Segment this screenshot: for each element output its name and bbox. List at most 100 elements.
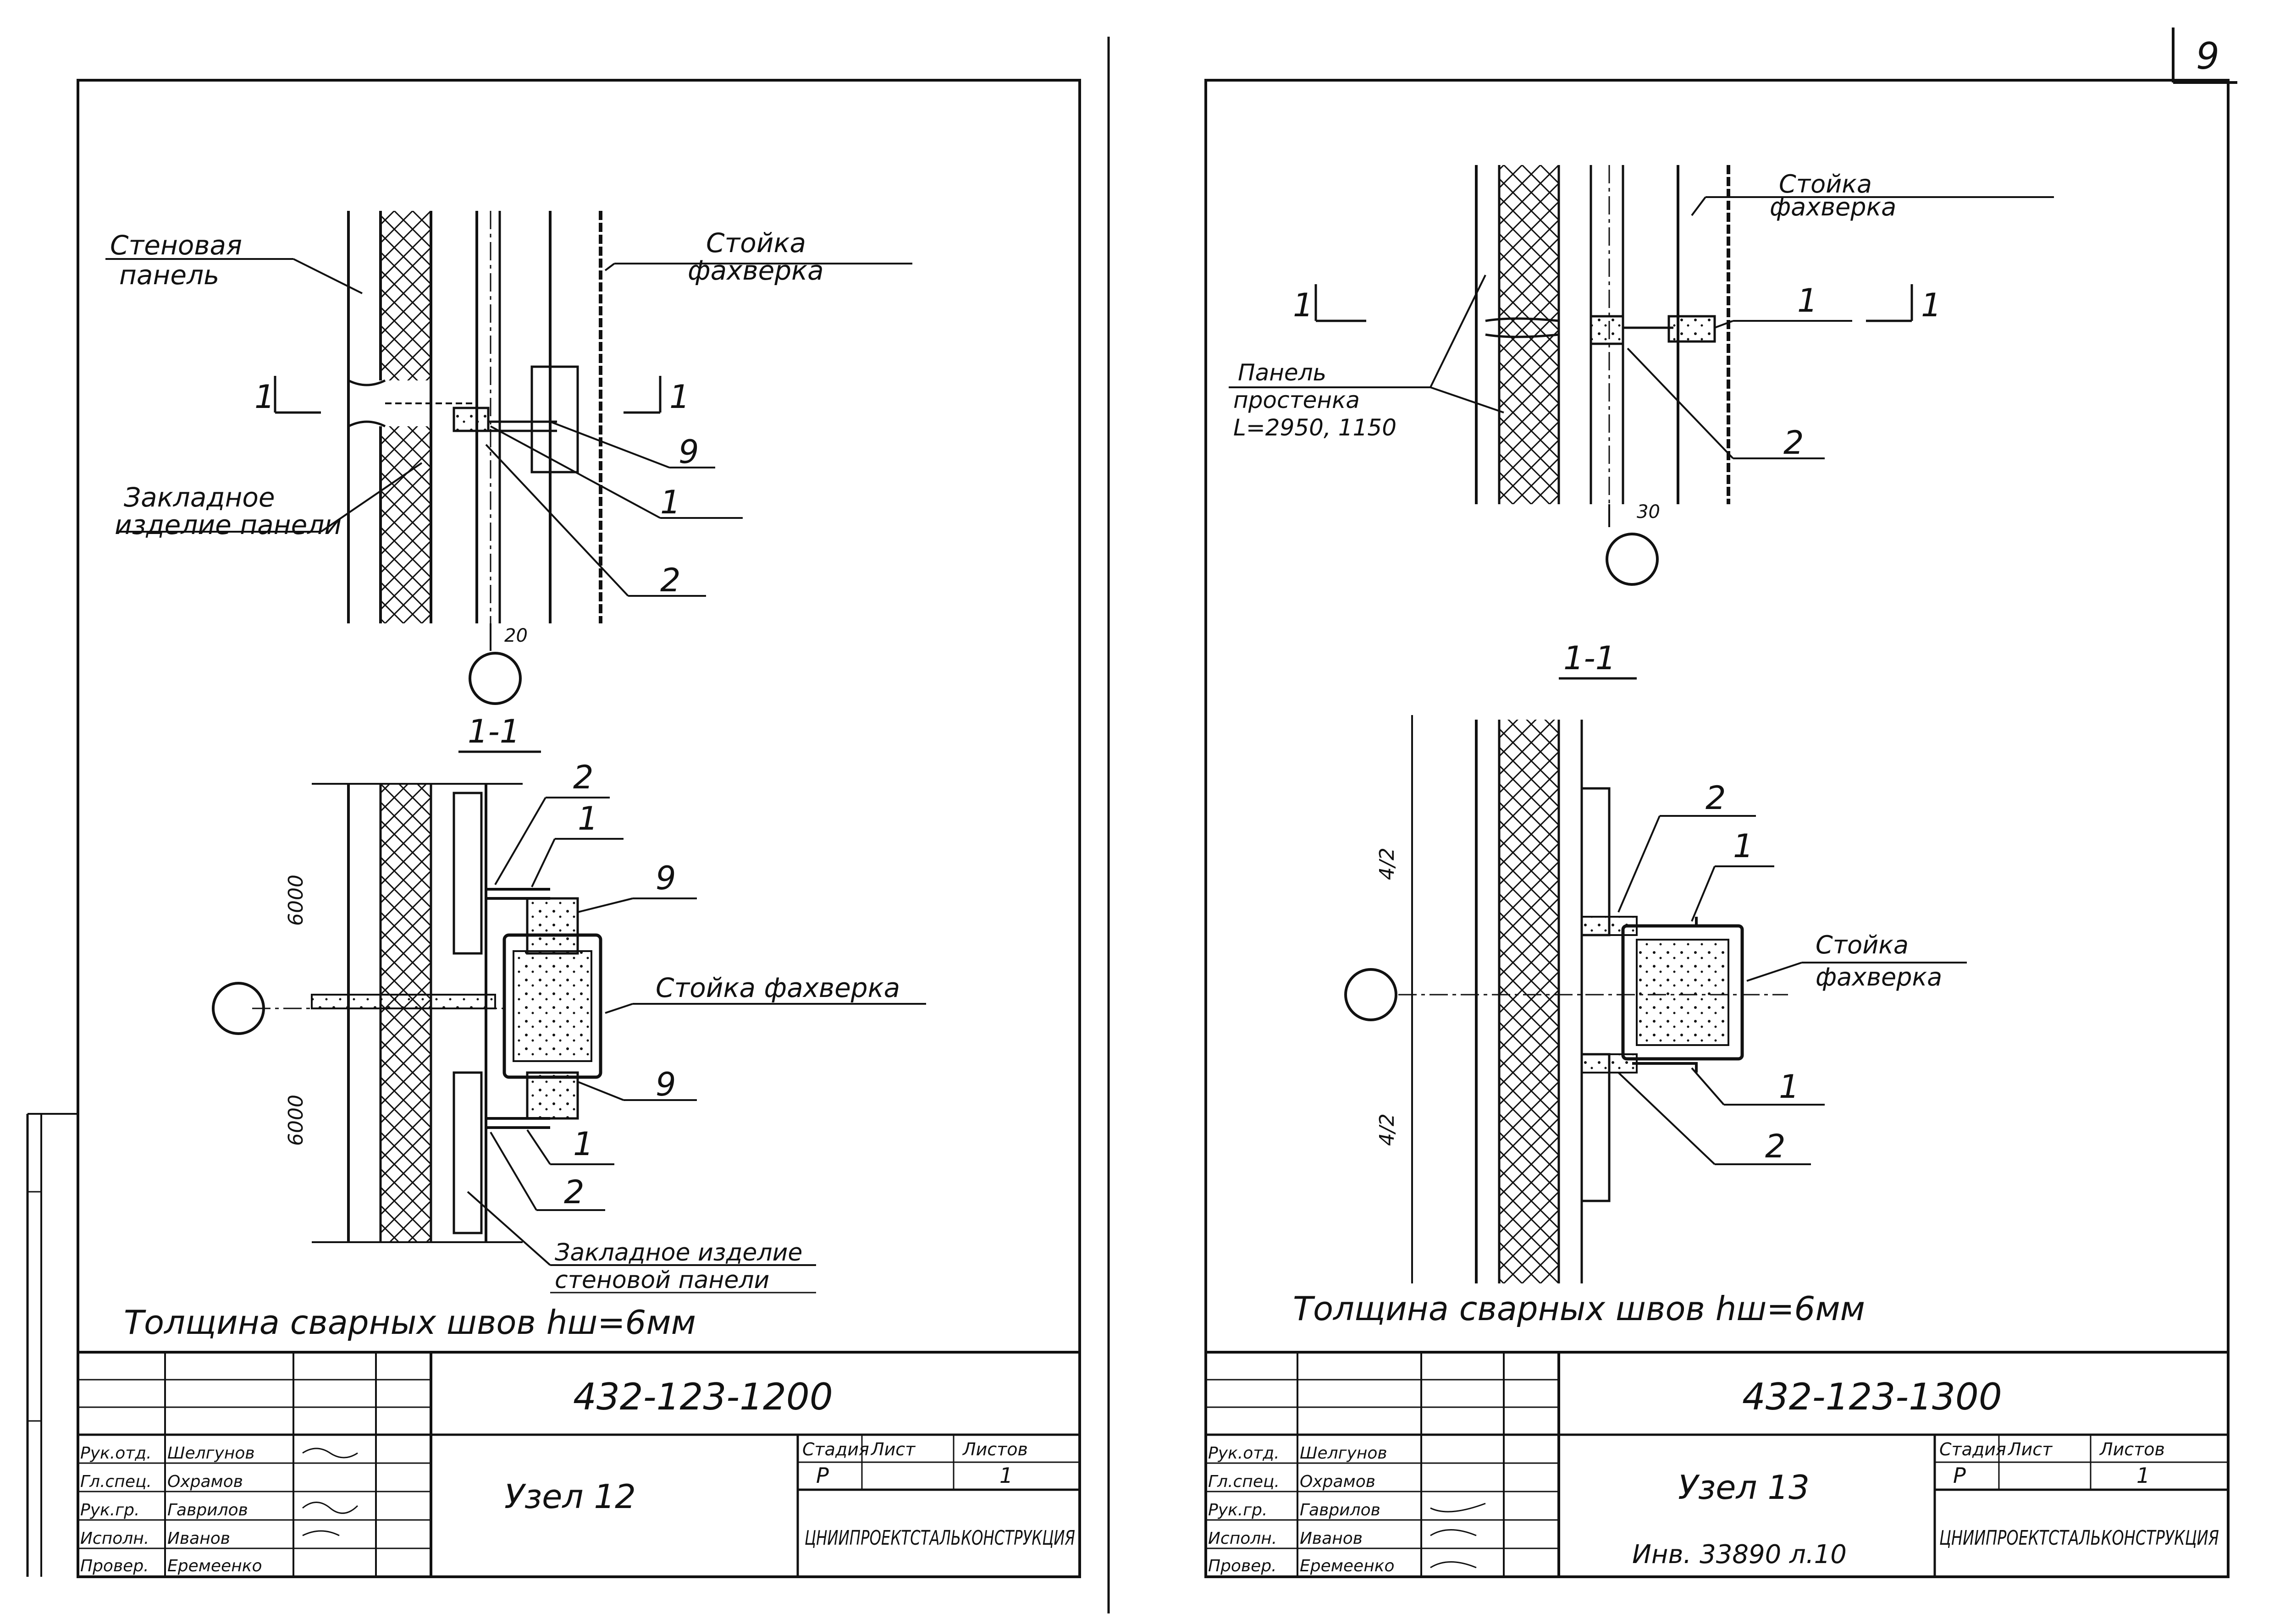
right-stage: Р (1953, 1463, 1966, 1488)
right-node-title: Узел 13 (1678, 1468, 1810, 1507)
right-sec-pos-1-bottom: 1 (1779, 1068, 1799, 1106)
right-doc-code: 432-123-1300 (1742, 1376, 2002, 1418)
axis-bubble (469, 652, 522, 705)
right-staff-name-4: Еремеенко (1300, 1557, 1395, 1575)
right-staff-role-3: Исполн. (1208, 1529, 1277, 1548)
right-dim-top: 4/2 (1375, 848, 1399, 880)
right-staff-role-1: Гл.спец. (1208, 1472, 1280, 1491)
left-node-title: Узел 12 (504, 1477, 636, 1516)
left-staff-name-1: Охрамов (167, 1472, 243, 1491)
plan-dimension: 20 (504, 625, 528, 646)
right-dim-bottom: 4/2 (1375, 1113, 1399, 1146)
label-embedded-2: изделие панели (115, 509, 342, 540)
left-doc-code: 432-123-1200 (573, 1376, 833, 1418)
right-sheet-no: 1 (2136, 1463, 2150, 1488)
right-sheet: 30 Стойка фахверка Панель простенка L=29… (1204, 79, 2230, 1578)
right-title-block: 432-123-1300 Узел 13 Инв. 33890 л.10 Ста… (1206, 1351, 2228, 1577)
sec-pos-9-bottom: 9 (656, 1066, 676, 1103)
left-sheet-no: 1 (999, 1463, 1013, 1488)
right-label-pier-1: Панель (1238, 359, 1326, 386)
page-number-box: 9 (2172, 28, 2237, 84)
signature (1430, 1503, 1486, 1513)
left-plan-view: 20 Стеновая панель Стойка фахверка Закла… (105, 211, 912, 705)
sec-embedded-1: Закладное изделие (555, 1239, 802, 1266)
right-frame (1204, 79, 2230, 1578)
right-inventory: Инв. 33890 л.10 (1632, 1540, 1847, 1569)
right-plan-view: 30 Стойка фахверка Панель простенка L=29… (1229, 165, 2054, 586)
dim-top: 6000 (284, 875, 308, 926)
left-weld-note: Толщина сварных швов hш=6мм (124, 1303, 696, 1342)
page-number: 9 (2196, 35, 2219, 77)
right-sheet-header: Лист (2007, 1439, 2053, 1459)
left-staff-name-0: Шелгунов (167, 1444, 255, 1463)
right-label-pier-3: L=2950, 1150 (1233, 414, 1396, 441)
signature (1430, 1561, 1477, 1569)
left-stage-header: Стадия (802, 1439, 869, 1459)
left-section-view: 1-1 6000 (212, 713, 926, 1294)
right-weld-note: Толщина сварных швов hш=6мм (1293, 1289, 1865, 1328)
label-wall-panel-1: Стеновая (110, 230, 242, 261)
right-staff-name-1: Охрамов (1300, 1472, 1375, 1491)
right-sec-pos-2-bottom: 2 (1765, 1128, 1786, 1165)
right-staff-role-4: Провер. (1208, 1557, 1277, 1575)
right-section-mark-right: 1 (1921, 286, 1942, 324)
right-section-mark-left: 1 (1293, 286, 1314, 324)
right-staff-name-0: Шелгунов (1300, 1444, 1387, 1463)
signature (302, 1448, 358, 1459)
label-facade-post-1: Стойка (706, 227, 806, 259)
left-margin-stamp (26, 1113, 78, 1577)
plan-pos-1: 1 (660, 484, 681, 521)
signature (1430, 1529, 1477, 1536)
left-staff-name-2: Гаврилов (167, 1501, 248, 1519)
label-facade-post-2: фахверка (688, 255, 824, 286)
sec-pos-2-top: 2 (573, 759, 594, 796)
left-staff-role-0: Рук.отд. (80, 1444, 152, 1463)
right-sec-facade-1: Стойка (1816, 930, 1909, 959)
signature (302, 1502, 359, 1514)
left-staff-role-2: Рук.гр. (80, 1501, 139, 1519)
right-stage-header: Стадия (1939, 1439, 2006, 1459)
plan-pos-2: 2 (660, 562, 681, 599)
right-sec-facade-2: фахверка (1816, 963, 1942, 991)
sec-pos-1-top: 1 (578, 800, 598, 837)
right-label-pier-2: простенка (1233, 387, 1360, 413)
sec-pos-9-top: 9 (656, 859, 676, 897)
sec-embedded-2: стеновой панели (555, 1266, 769, 1294)
label-embedded-1: Закладное (124, 482, 275, 513)
left-org: ЦНИИПРОЕКТСТАЛЬКОНСТРУКЦИЯ (805, 1526, 1075, 1550)
right-section-title: 1-1 (1563, 639, 1616, 677)
left-title-block: 432-123-1200 Узел 12 Стадия Лист Листов … (78, 1351, 1080, 1577)
left-staff-role-3: Исполн. (80, 1529, 149, 1548)
plan-pos-9: 9 (679, 433, 699, 471)
signature (302, 1530, 340, 1536)
sec-facade-post: Стойка фахверка (656, 972, 900, 1003)
right-label-facade-2: фахверка (1770, 193, 1896, 221)
right-plan-pos-2: 2 (1783, 424, 1804, 462)
right-section-view: 1-1 4/2 4/2 2 1 (1344, 639, 1967, 1283)
left-staff-name-4: Еремеенко (167, 1557, 262, 1575)
right-staff-role-0: Рук.отд. (1208, 1444, 1280, 1463)
right-staff-role-2: Рук.гр. (1208, 1501, 1267, 1519)
right-label-facade-1: Стойка (1779, 170, 1872, 198)
right-staff-name-2: Гаврилов (1300, 1501, 1380, 1519)
right-staff-name-3: Иванов (1300, 1529, 1363, 1548)
left-sheets-header: Листов (962, 1439, 1028, 1459)
left-frame (77, 79, 1081, 1578)
right-sheets-header: Листов (2099, 1439, 2165, 1459)
left-staff-name-3: Иванов (167, 1529, 230, 1548)
right-sec-pos-1-top: 1 (1733, 827, 1754, 865)
section-mark-left: 1 (254, 378, 275, 416)
section-mark-right: 1 (669, 378, 690, 416)
left-section-title: 1-1 (468, 713, 520, 750)
right-sec-pos-2-top: 2 (1706, 779, 1726, 817)
left-sheet-header: Лист (870, 1439, 916, 1459)
right-plan-pos-1: 1 (1797, 282, 1818, 319)
right-plan-dimension: 30 (1637, 501, 1660, 523)
sec-pos-2-bottom: 2 (564, 1173, 585, 1211)
dim-bottom: 6000 (284, 1095, 308, 1146)
left-staff-role-1: Гл.спец. (80, 1472, 152, 1491)
left-stage: Р (816, 1463, 829, 1488)
left-staff-role-4: Провер. (80, 1557, 149, 1575)
label-wall-panel-2: панель (119, 259, 219, 291)
